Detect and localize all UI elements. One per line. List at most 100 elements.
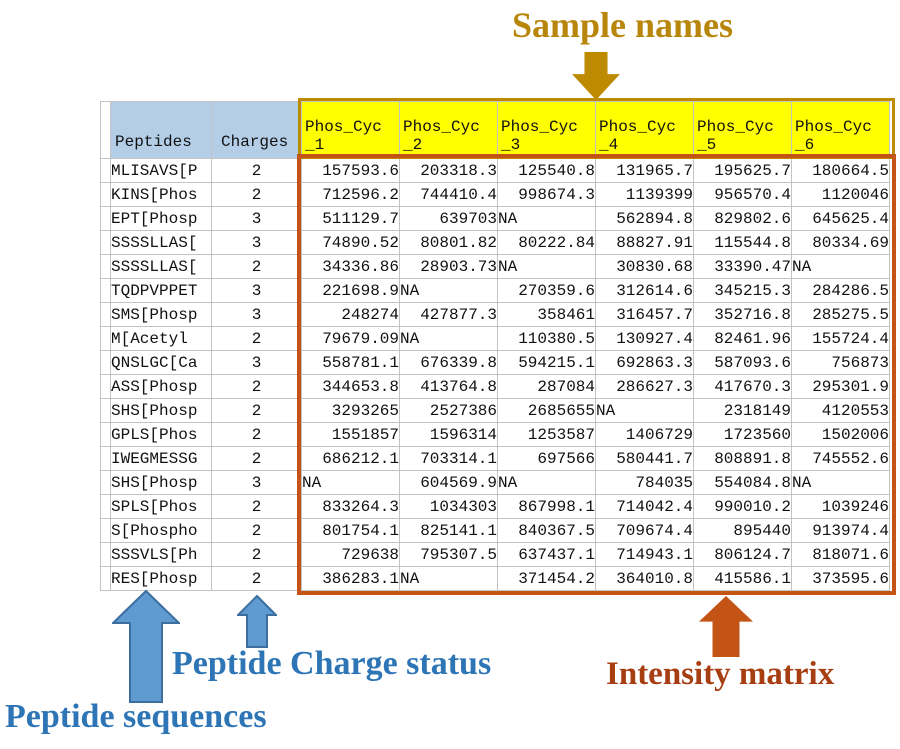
intensity-cell[interactable]: 558781.1 <box>301 350 400 375</box>
intensity-cell[interactable]: 686212.1 <box>301 446 400 471</box>
intensity-cell[interactable]: 2527386 <box>399 398 498 423</box>
intensity-cell[interactable]: 756873 <box>791 350 890 375</box>
intensity-cell[interactable]: 714042.4 <box>595 494 694 519</box>
intensity-cell[interactable]: 180664.5 <box>791 158 890 183</box>
intensity-cell[interactable]: 1596314 <box>399 422 498 447</box>
intensity-cell[interactable]: NA <box>399 278 498 303</box>
intensity-cell[interactable]: 867998.1 <box>497 494 596 519</box>
intensity-cell[interactable]: 413764.8 <box>399 374 498 399</box>
charge-cell[interactable]: 2 <box>211 182 302 207</box>
intensity-cell[interactable]: 840367.5 <box>497 518 596 543</box>
intensity-cell[interactable]: 88827.91 <box>595 230 694 255</box>
peptide-cell[interactable]: SMS[Phosp <box>110 302 212 327</box>
peptide-cell[interactable]: QNSLGC[Ca <box>110 350 212 375</box>
sample-column-header[interactable]: Phos_Cyc_1 <box>301 101 400 159</box>
intensity-cell[interactable]: 415586.1 <box>693 566 792 591</box>
intensity-cell[interactable]: 1139399 <box>595 182 694 207</box>
intensity-cell[interactable]: 1723560 <box>693 422 792 447</box>
peptides-column-header[interactable]: Peptides <box>110 101 212 159</box>
intensity-cell[interactable]: 806124.7 <box>693 542 792 567</box>
charge-cell[interactable]: 2 <box>211 158 302 183</box>
intensity-cell[interactable]: 221698.9 <box>301 278 400 303</box>
intensity-cell[interactable]: 745552.6 <box>791 446 890 471</box>
intensity-cell[interactable]: 1034303 <box>399 494 498 519</box>
intensity-cell[interactable]: 829802.6 <box>693 206 792 231</box>
sample-column-header[interactable]: Phos_Cyc_4 <box>595 101 694 159</box>
intensity-cell[interactable]: NA <box>497 254 596 279</box>
peptide-cell[interactable]: TQDPVPPET <box>110 278 212 303</box>
intensity-cell[interactable]: 818071.6 <box>791 542 890 567</box>
intensity-cell[interactable]: 248274 <box>301 302 400 327</box>
intensity-cell[interactable]: 316457.7 <box>595 302 694 327</box>
intensity-cell[interactable]: 358461 <box>497 302 596 327</box>
intensity-cell[interactable]: 155724.4 <box>791 326 890 351</box>
intensity-cell[interactable]: 825141.1 <box>399 518 498 543</box>
charge-cell[interactable]: 3 <box>211 302 302 327</box>
intensity-cell[interactable]: 373595.6 <box>791 566 890 591</box>
intensity-cell[interactable]: 195625.7 <box>693 158 792 183</box>
charge-cell[interactable]: 2 <box>211 422 302 447</box>
intensity-cell[interactable]: 1406729 <box>595 422 694 447</box>
intensity-cell[interactable]: 956570.4 <box>693 182 792 207</box>
intensity-cell[interactable]: 729638 <box>301 542 400 567</box>
peptide-cell[interactable]: GPLS[Phos <box>110 422 212 447</box>
intensity-cell[interactable]: 1120046 <box>791 182 890 207</box>
intensity-cell[interactable]: 286627.3 <box>595 374 694 399</box>
charge-cell[interactable]: 3 <box>211 230 302 255</box>
intensity-cell[interactable]: 3293265 <box>301 398 400 423</box>
charge-cell[interactable]: 2 <box>211 542 302 567</box>
peptide-cell[interactable]: ASS[Phosp <box>110 374 212 399</box>
intensity-cell[interactable]: 131965.7 <box>595 158 694 183</box>
peptide-cell[interactable]: M[Acetyl <box>110 326 212 351</box>
peptide-cell[interactable]: SHS[Phosp <box>110 398 212 423</box>
intensity-cell[interactable]: 712596.2 <box>301 182 400 207</box>
intensity-cell[interactable]: 427877.3 <box>399 302 498 327</box>
intensity-cell[interactable]: 79679.09 <box>301 326 400 351</box>
intensity-cell[interactable]: 676339.8 <box>399 350 498 375</box>
sample-column-header[interactable]: Phos_Cyc_5 <box>693 101 792 159</box>
intensity-cell[interactable]: 1253587 <box>497 422 596 447</box>
intensity-cell[interactable]: 990010.2 <box>693 494 792 519</box>
peptide-cell[interactable]: S[Phospho <box>110 518 212 543</box>
intensity-cell[interactable]: 808891.8 <box>693 446 792 471</box>
intensity-cell[interactable]: 562894.8 <box>595 206 694 231</box>
charge-cell[interactable]: 3 <box>211 278 302 303</box>
peptide-cell[interactable]: SSSSLLAS[ <box>110 230 212 255</box>
intensity-cell[interactable]: 125540.8 <box>497 158 596 183</box>
intensity-cell[interactable]: 998674.3 <box>497 182 596 207</box>
intensity-cell[interactable]: 801754.1 <box>301 518 400 543</box>
intensity-cell[interactable]: 33390.47 <box>693 254 792 279</box>
intensity-cell[interactable]: 554084.8 <box>693 470 792 495</box>
peptide-cell[interactable]: EPT[Phosp <box>110 206 212 231</box>
intensity-cell[interactable]: 34336.86 <box>301 254 400 279</box>
intensity-cell[interactable]: 82461.96 <box>693 326 792 351</box>
intensity-cell[interactable]: 28903.73 <box>399 254 498 279</box>
intensity-cell[interactable]: 1551857 <box>301 422 400 447</box>
charge-cell[interactable]: 3 <box>211 350 302 375</box>
intensity-cell[interactable]: 285275.5 <box>791 302 890 327</box>
sample-column-header[interactable]: Phos_Cyc_6 <box>791 101 890 159</box>
intensity-cell[interactable]: 30830.68 <box>595 254 694 279</box>
intensity-cell[interactable]: 4120553 <box>791 398 890 423</box>
intensity-cell[interactable]: 203318.3 <box>399 158 498 183</box>
peptide-cell[interactable]: SPLS[Phos <box>110 494 212 519</box>
intensity-cell[interactable]: 352716.8 <box>693 302 792 327</box>
charge-cell[interactable]: 3 <box>211 470 302 495</box>
charge-cell[interactable]: 2 <box>211 518 302 543</box>
peptide-cell[interactable]: SSSSLLAS[ <box>110 254 212 279</box>
intensity-cell[interactable]: 511129.7 <box>301 206 400 231</box>
intensity-cell[interactable]: 371454.2 <box>497 566 596 591</box>
intensity-cell[interactable]: 80222.84 <box>497 230 596 255</box>
intensity-cell[interactable]: 80801.82 <box>399 230 498 255</box>
intensity-cell[interactable]: 312614.6 <box>595 278 694 303</box>
intensity-cell[interactable]: 74890.52 <box>301 230 400 255</box>
peptide-cell[interactable]: IWEGMESSG <box>110 446 212 471</box>
intensity-cell[interactable]: 580441.7 <box>595 446 694 471</box>
intensity-cell[interactable]: 692863.3 <box>595 350 694 375</box>
intensity-cell[interactable]: NA <box>399 566 498 591</box>
charge-cell[interactable]: 2 <box>211 494 302 519</box>
intensity-cell[interactable]: 594215.1 <box>497 350 596 375</box>
charge-cell[interactable]: 3 <box>211 206 302 231</box>
intensity-cell[interactable]: 639703 <box>399 206 498 231</box>
intensity-cell[interactable]: 270359.6 <box>497 278 596 303</box>
